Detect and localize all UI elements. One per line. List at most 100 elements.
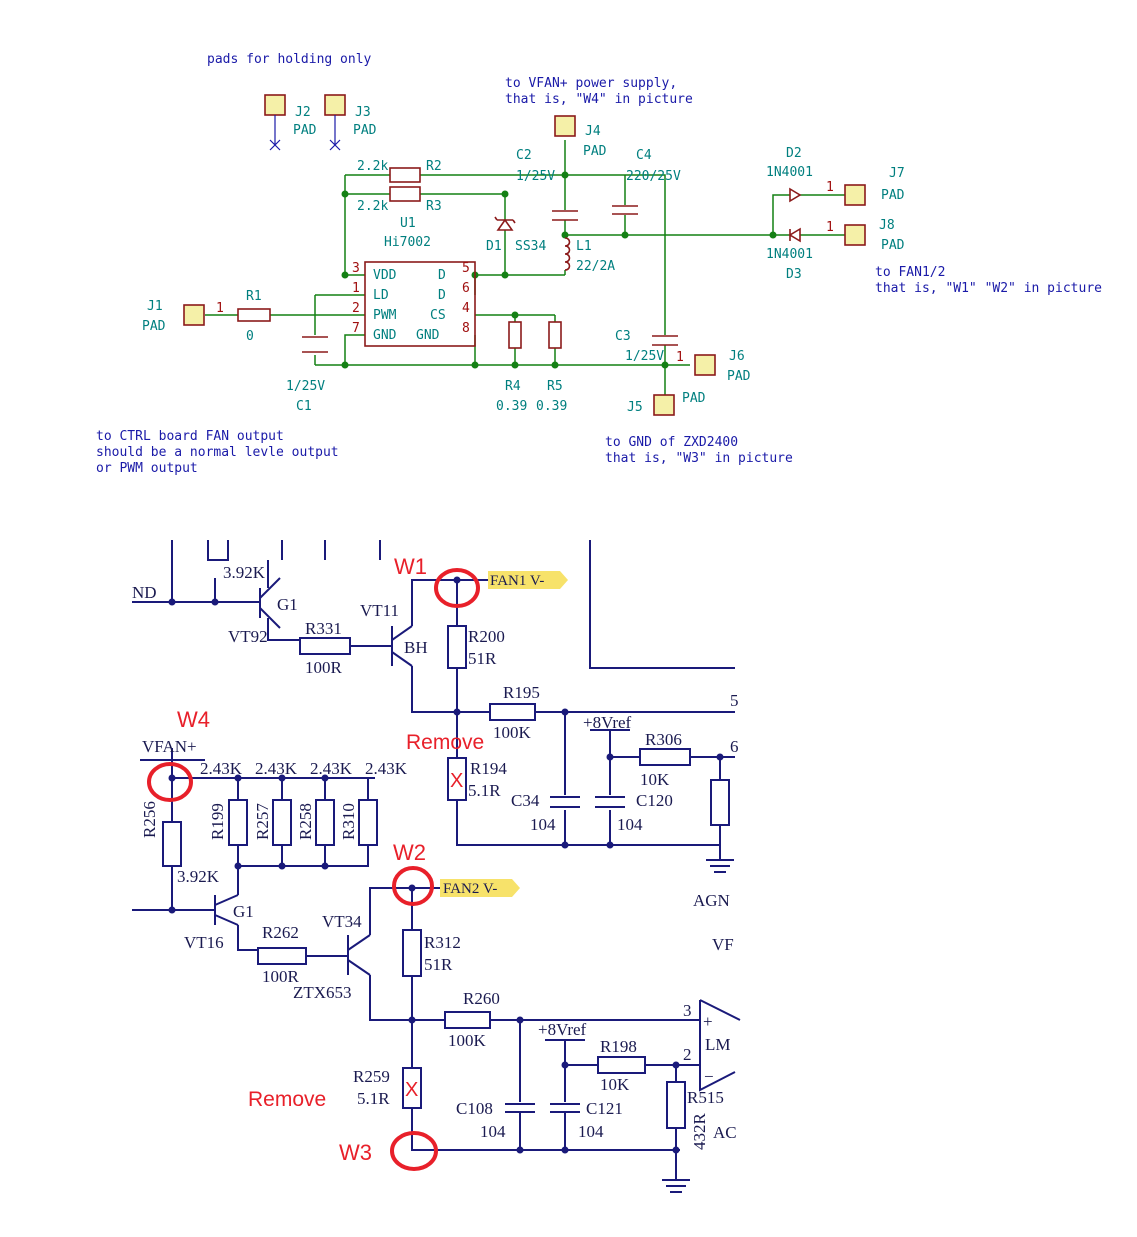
lbl-bh: BH (404, 638, 428, 657)
label-c2: C2 (516, 148, 532, 163)
lbl-r194-val: 5.1R (468, 781, 501, 800)
lbl-r258: R258 (296, 803, 315, 840)
circle-w1 (434, 568, 480, 608)
note-ctrl-line1: to CTRL board FAN output (96, 429, 284, 444)
lbl-243k-d: 2.43K (365, 759, 408, 778)
label-j3: J3 (355, 105, 371, 120)
diode-d3 (788, 227, 801, 243)
label-j2-pad: PAD (293, 123, 317, 138)
lbl-r260: R260 (463, 989, 500, 1008)
pin-num-j6: 1 (676, 350, 684, 365)
label-j7-pad: PAD (881, 188, 905, 203)
label-c3: C3 (615, 329, 631, 344)
marker-w4: W4 (177, 707, 210, 732)
label-d1-val: SS34 (515, 239, 546, 254)
pin-num-7: 7 (352, 321, 360, 336)
label-d2: D2 (786, 146, 802, 161)
lbl-r310: R310 (339, 803, 358, 840)
marker-circles (147, 568, 480, 1171)
label-j7: J7 (889, 166, 905, 181)
pin-num-j1: 1 (216, 301, 224, 316)
schem-junctions (168, 576, 724, 1154)
lbl-agn: AGN (693, 891, 730, 910)
label-r3-val: 2.2k (357, 199, 388, 214)
pad-j4[interactable] (554, 115, 576, 137)
resistor-partial (710, 779, 730, 826)
lbl-r306: R306 (645, 730, 682, 749)
lbl-g1-a: G1 (277, 595, 298, 614)
resistor-r194 (447, 757, 467, 801)
pin-num-3: 3 (352, 261, 360, 276)
pad-j5[interactable] (653, 394, 675, 416)
pad-j7[interactable] (844, 184, 866, 206)
label-c3-val: 1/25V (625, 349, 664, 364)
lbl-nd: ND (132, 583, 157, 602)
label-r3: R3 (426, 199, 442, 214)
resistor-r199 (228, 799, 248, 846)
label-d2-val: 1N4001 (766, 165, 813, 180)
note-gnd-line2: that is, "W3" in picture (605, 451, 793, 466)
lbl-r200-val: 51R (468, 649, 497, 668)
resistor-r198 (597, 1056, 646, 1074)
lbl-r198: R198 (600, 1037, 637, 1056)
pads (183, 94, 866, 416)
label-r5: R5 (547, 379, 563, 394)
label-r1: R1 (246, 289, 262, 304)
pad-j2[interactable] (264, 94, 286, 116)
pin-ld: LD (373, 288, 389, 303)
label-r5-val: 0.39 (536, 399, 567, 414)
capacitor-c1 (302, 336, 328, 353)
lbl-six: 6 (730, 737, 739, 756)
resistor-r259 (402, 1067, 422, 1109)
label-j5-pad: PAD (682, 391, 706, 406)
lbl-r194: R194 (470, 759, 507, 778)
circle-w4 (147, 762, 193, 802)
lbl-c108: C108 (456, 1099, 493, 1118)
lbl-pin2: 2 (683, 1045, 692, 1064)
pin-num-4: 4 (462, 301, 470, 316)
label-j4-pad: PAD (583, 144, 607, 159)
capacitor-c4 (612, 205, 638, 215)
inductor-l1 (564, 237, 571, 271)
lbl-r256: R256 (140, 801, 159, 838)
pin-numbers: 3 1 2 7 5 6 4 8 1 1 1 1 (216, 180, 834, 365)
pad-j8[interactable] (844, 224, 866, 246)
diode-d2 (789, 187, 802, 203)
marker-w2: W2 (393, 840, 426, 865)
label-c1: C1 (296, 399, 312, 414)
schem-labels: ND 3.92K G1 VT92 R331 100R VT11 BH R200 … (132, 563, 739, 1150)
lbl-r260-val: 100K (448, 1031, 487, 1050)
lbl-r312-val: 51R (424, 955, 453, 974)
lbl-vf: VF (712, 935, 734, 954)
pin-d5: D (438, 268, 446, 283)
lbl-r331: R331 (305, 619, 342, 638)
resistor-r256 (162, 821, 182, 867)
pad-j6[interactable] (694, 354, 716, 376)
label-j2: J2 (295, 105, 311, 120)
label-r4: R4 (505, 379, 521, 394)
pad-j1[interactable] (183, 304, 205, 326)
label-d1: D1 (486, 239, 502, 254)
lbl-243k-c: 2.43K (310, 759, 353, 778)
note-fan-line1: to FAN1/2 (875, 265, 945, 280)
lbl-pin3: 3 (683, 1001, 692, 1020)
lbl-r198-val: 10K (600, 1075, 630, 1094)
resistor-r3 (389, 186, 421, 202)
note-fan-line2: that is, "W1" "W2" in picture (875, 281, 1102, 296)
pin-num-1: 1 (352, 281, 360, 296)
pin-num-5: 5 (462, 261, 470, 276)
schem-wires (132, 540, 741, 1193)
pin-num-j7: 1 (826, 180, 834, 195)
lbl-r257: R257 (253, 803, 272, 840)
circle-w2 (392, 866, 434, 906)
kicad-schematic: pads for holding only to VFAN+ power sup… (96, 52, 1102, 476)
pad-j3[interactable] (324, 94, 346, 116)
tag-fan1-text: FAN1 V- (490, 573, 544, 589)
lbl-ztx653: ZTX653 (293, 983, 352, 1002)
lbl-c34-val: 104 (530, 815, 556, 834)
note-gnd-line1: to GND of ZXD2400 (605, 435, 738, 450)
net-tags: FAN1 V- FAN2 V- (440, 571, 568, 897)
lbl-r200: R200 (468, 627, 505, 646)
lbl-vref-a: +8Vref (583, 713, 632, 732)
